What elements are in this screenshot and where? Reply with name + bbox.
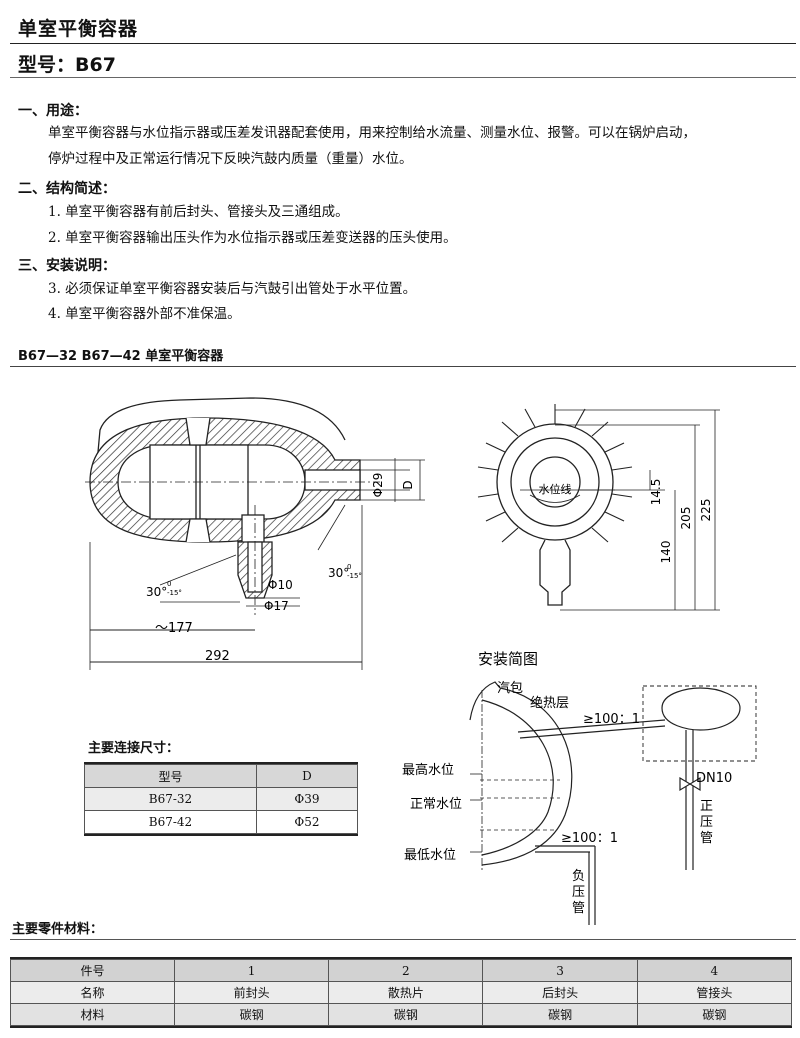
dimension-table-title: 主要连接尺寸： — [88, 741, 180, 756]
section-text: 单室平衡容器与水位指示器或压差发讯器配套使用，用来控制给水流量、测量水位、报警。… — [48, 125, 696, 141]
dim-d10: Φ10 — [268, 578, 293, 592]
high-level-label: 最高水位 — [402, 762, 454, 778]
mat-cell: 散热片 — [328, 981, 484, 1004]
caption-rule — [10, 366, 796, 367]
materials-table-wrap: 件号 1 2 3 4 名称 前封头 散热片 后封头 管接头 材料 碳钢 碳钢 碳… — [10, 957, 793, 1028]
dim-angle-a: 30° — [146, 585, 167, 599]
dimension-table: 型号 D B67-32 Φ39 B67-42 Φ52 — [84, 764, 359, 834]
dim-cell: B67-32 — [84, 787, 257, 811]
positive-pipe-label: 正 — [700, 799, 713, 814]
materials-table-title: 主要零件材料： — [12, 922, 104, 937]
mat-cell: 碳钢 — [636, 1003, 793, 1026]
negative-pipe-label: 管 — [572, 901, 585, 916]
materials-table: 件号 1 2 3 4 名称 前封头 散热片 后封头 管接头 材料 碳钢 碳钢 碳… — [10, 959, 793, 1026]
water-line-label: 水位线 — [539, 482, 572, 496]
page-title: 单室平衡容器 — [18, 18, 139, 40]
section-text: 4. 单室平衡容器外部不准保温。 — [48, 306, 241, 322]
dim-cell: B67-42 — [84, 810, 257, 834]
dim-177: ～177 — [155, 621, 193, 636]
table-row: 件号 1 2 3 4 — [10, 959, 793, 982]
dim-d29: Φ29 — [371, 473, 385, 498]
mat-cell: 管接头 — [636, 981, 793, 1004]
technical-drawing: Φ29 D Φ10 Φ17 ～177 292 30° 0 -15° 30° 0 … — [85, 397, 757, 925]
dimension-table-wrap: 型号 D B67-32 Φ39 B67-42 Φ52 — [84, 762, 359, 836]
section-text: 1. 单室平衡容器有前后封头、管接头及三通组成。 — [48, 204, 349, 220]
dim-292: 292 — [205, 649, 230, 664]
model-number: 型号：B67 — [18, 54, 116, 76]
dn-label: DN10 — [696, 771, 732, 786]
dim-140: 140 — [659, 541, 673, 564]
dim-angle-a-tol: 0 — [167, 580, 171, 588]
mat-cell: 3 — [482, 959, 638, 982]
positive-pipe-label: 压 — [700, 815, 713, 830]
mat-cell: 前封头 — [173, 981, 330, 1004]
dim-angle-a-tol2: -15° — [167, 589, 182, 597]
mat-cell: 碳钢 — [328, 1003, 484, 1026]
slope-top-label: ≥100：1 — [583, 712, 640, 727]
mat-cell: 碳钢 — [482, 1003, 638, 1026]
dim-header-d: D — [255, 764, 359, 788]
negative-pipe-label: 负 — [572, 869, 585, 884]
dim-cell: Φ39 — [255, 787, 359, 811]
low-level-label: 最低水位 — [404, 848, 456, 863]
positive-pipe-label: 管 — [700, 831, 713, 846]
normal-level-label: 正常水位 — [410, 797, 462, 812]
dim-angle-b: 30° — [328, 566, 349, 580]
materials-rule — [10, 939, 796, 940]
slope-bottom-label: ≥100：1 — [561, 831, 618, 846]
install-title: 安装简图 — [478, 650, 538, 668]
mat-cell: 后封头 — [482, 981, 638, 1004]
table-row: B67-42 Φ52 — [84, 810, 359, 834]
negative-pipe-label: 压 — [572, 885, 585, 900]
section-text: 2. 单室平衡容器输出压头作为水位指示器或压差变送器的压头使用。 — [48, 230, 457, 246]
title-rule — [10, 43, 796, 44]
dim-14-5: 14.5 — [649, 479, 663, 506]
figure-caption: B67—32 B67—42 单室平衡容器 — [18, 349, 224, 364]
section-text: 停炉过程中及正常运行情况下反映汽鼓内质量（重量）水位。 — [48, 151, 413, 167]
section-text: 3. 必须保证单室平衡容器安装后与汽鼓引出管处于水平位置。 — [48, 281, 417, 297]
mat-cell: 材料 — [10, 1003, 175, 1026]
dim-angle-b-tol: 0 — [347, 563, 351, 571]
mat-cell: 件号 — [10, 959, 175, 982]
dim-cell: Φ52 — [255, 810, 359, 834]
table-row: 材料 碳钢 碳钢 碳钢 碳钢 — [10, 1003, 793, 1026]
dim-d17: Φ17 — [264, 599, 289, 613]
dim-header-model: 型号 — [84, 764, 257, 788]
section-heading: 二、结构简述： — [18, 181, 116, 197]
table-row: B67-32 Φ39 — [84, 787, 359, 811]
mat-cell: 1 — [173, 959, 330, 982]
model-rule — [10, 77, 796, 78]
mat-cell: 名称 — [10, 981, 175, 1004]
mat-cell: 碳钢 — [173, 1003, 330, 1026]
table-row: 名称 前封头 散热片 后封头 管接头 — [10, 981, 793, 1004]
dim-d: D — [401, 480, 415, 489]
dim-225: 225 — [699, 499, 713, 522]
dim-angle-b-tol2: -15° — [347, 572, 362, 580]
insulation-label: 绝热层 — [530, 695, 569, 711]
install-diagram — [469, 681, 757, 925]
dim-205: 205 — [679, 507, 693, 530]
section-heading: 一、用途： — [18, 103, 88, 119]
section-heading: 三、安装说明： — [18, 258, 116, 274]
mat-cell: 2 — [328, 959, 484, 982]
front-section-view — [85, 397, 425, 670]
side-view — [477, 404, 720, 611]
mat-cell: 4 — [636, 959, 793, 982]
drum-label: 汽包 — [497, 681, 523, 696]
